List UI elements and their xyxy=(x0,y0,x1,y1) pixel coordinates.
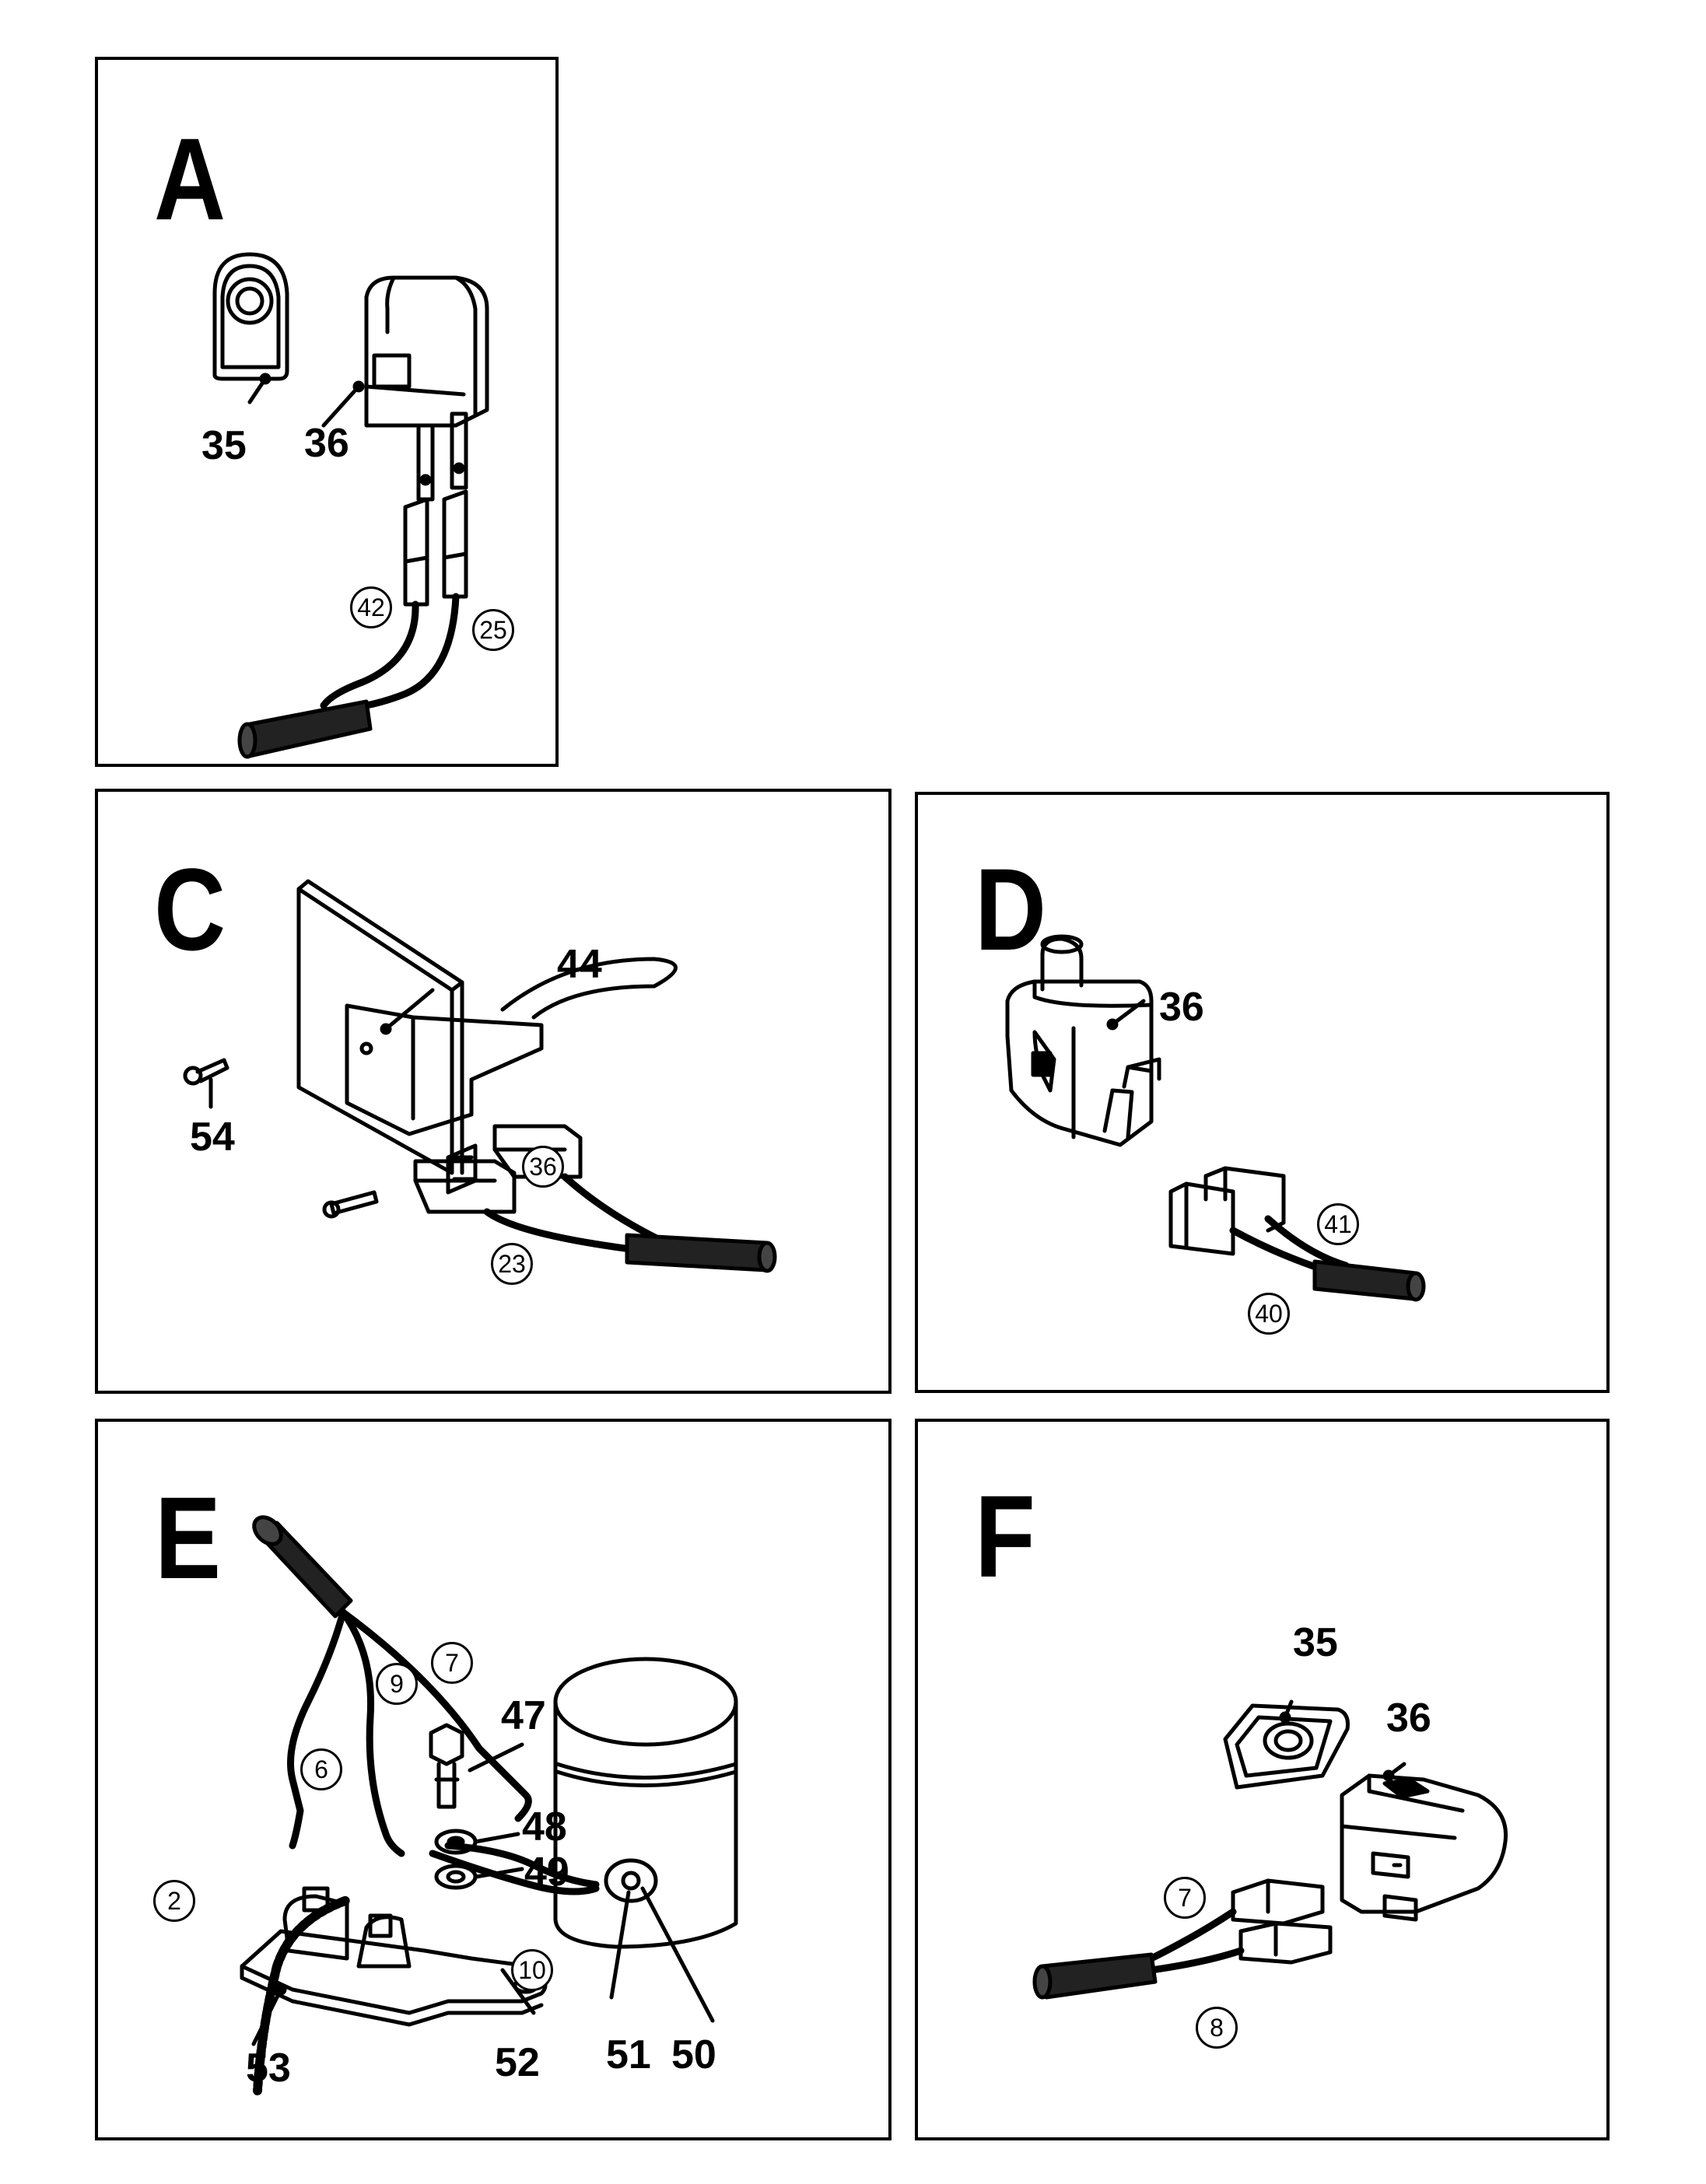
part-label-50: 50 xyxy=(671,2032,716,2077)
part-label-36: 36 xyxy=(1159,985,1204,1030)
connector-23-drawing xyxy=(413,1159,517,1214)
panel-c-illustration xyxy=(183,879,777,1273)
panel-e: E 47 48 49 53 52 51 50 2 6 9 7 10 xyxy=(95,1419,892,2140)
panel-a: A 35 36 42 25 xyxy=(95,57,559,767)
switch-36-drawing xyxy=(1005,979,1154,1147)
circled-label-41: 41 xyxy=(1317,1203,1359,1245)
circled-label-40: 40 xyxy=(1248,1293,1290,1335)
grommet-35-drawing xyxy=(1223,1703,1350,1790)
panel-f-illustration xyxy=(1032,1699,1508,2000)
part-label-52: 52 xyxy=(495,2040,540,2085)
circled-label-2: 2 xyxy=(153,1880,195,1922)
circled-label-7: 7 xyxy=(431,1642,473,1684)
circled-label-6: 6 xyxy=(300,1748,342,1790)
cable-sheath-drawing xyxy=(1040,1952,1158,2000)
part-label-51: 51 xyxy=(606,2032,651,2077)
switch-36-drawing xyxy=(364,275,489,428)
part-label-54: 54 xyxy=(190,1115,235,1160)
connector-41-drawing xyxy=(1203,1166,1286,1233)
connector-7-drawing xyxy=(1231,1878,1325,1926)
panel-letter: C xyxy=(154,844,226,975)
cable-sheath-drawing xyxy=(1312,1259,1418,1301)
circled-label-25: 25 xyxy=(472,609,514,651)
part-label-44: 44 xyxy=(557,942,602,987)
microswitch-44-drawing xyxy=(345,1003,544,1136)
part-label-49: 49 xyxy=(524,1850,569,1895)
part-label-36: 36 xyxy=(304,421,349,466)
panel-a-illustration xyxy=(212,252,489,759)
circled-label-8: 8 xyxy=(1196,2007,1238,2049)
panel-f: F 35 36 7 8 xyxy=(915,1419,1610,2140)
capacitor-drawing xyxy=(553,1699,738,1949)
part-label-36: 36 xyxy=(1386,1696,1431,1741)
washer-49-drawing xyxy=(434,1864,478,1890)
part-label-35: 35 xyxy=(201,423,247,468)
circled-label-10: 10 xyxy=(511,1949,553,1991)
circled-label-23: 23 xyxy=(491,1243,533,1285)
circled-label-7: 7 xyxy=(1164,1877,1206,1919)
panel-e-illustration xyxy=(240,1515,738,2095)
part-label-47: 47 xyxy=(501,1693,546,1738)
switch-36-drawing xyxy=(1340,1773,1508,1914)
bolt-47-drawing xyxy=(429,1723,464,1766)
connector-8-drawing xyxy=(1238,1921,1333,1965)
connector-pair-drawing xyxy=(403,497,429,607)
part-label-53: 53 xyxy=(246,2046,291,2091)
circled-label-9: 9 xyxy=(376,1663,418,1705)
connector-40-drawing xyxy=(1168,1181,1235,1256)
part-label-48: 48 xyxy=(522,1804,567,1850)
panel-c: C 44 54 36 23 xyxy=(95,789,892,1394)
panel-letter: A xyxy=(154,114,226,244)
panel-letter: E xyxy=(155,1472,221,1603)
grommet-35-drawing xyxy=(212,252,289,381)
cable-sheath-drawing xyxy=(625,1233,769,1272)
mounting-plate-drawing xyxy=(296,887,454,1175)
panel-d-illustration xyxy=(1005,934,1426,1302)
cable-sheath-drawing xyxy=(243,699,373,758)
panel-letter: F xyxy=(975,1471,1035,1601)
circled-label-36: 36 xyxy=(522,1146,564,1188)
part-label-35: 35 xyxy=(1293,1620,1338,1665)
panel-d: D 36 41 40 xyxy=(915,792,1610,1393)
circled-label-42: 42 xyxy=(350,586,392,628)
panel-letter: D xyxy=(975,844,1046,975)
screw-54-drawing xyxy=(183,1066,203,1086)
